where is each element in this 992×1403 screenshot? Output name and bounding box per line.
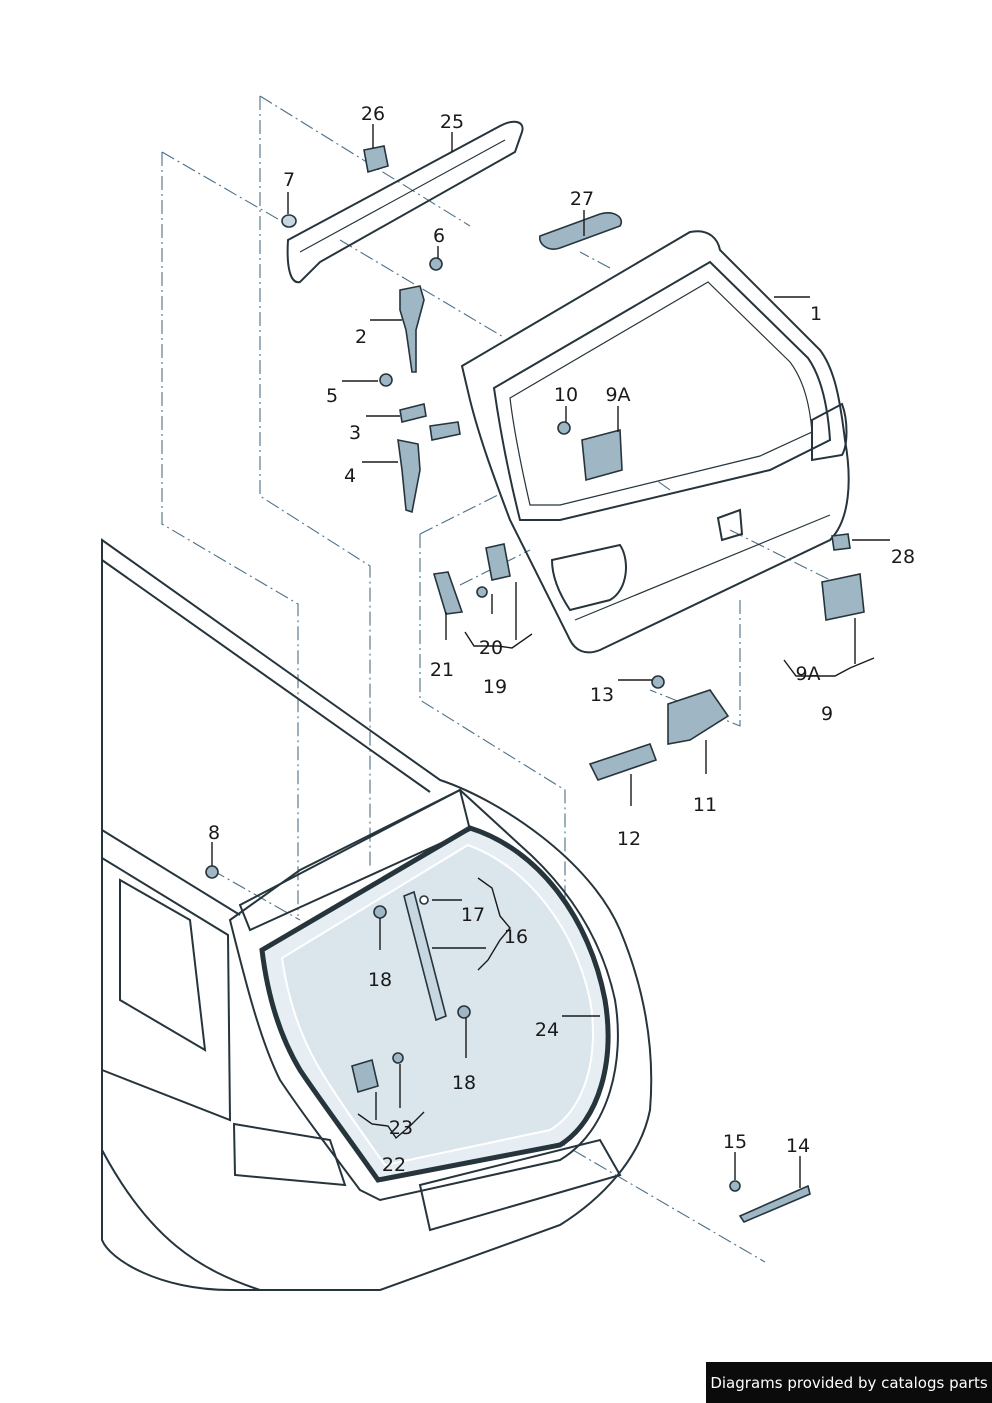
callout-1: 1 bbox=[810, 303, 822, 325]
callout-16: 16 bbox=[504, 926, 528, 948]
cover-part-21 bbox=[432, 571, 464, 615]
callout-28: 28 bbox=[891, 546, 915, 568]
callout-17: 17 bbox=[461, 904, 485, 926]
clip-part-15 bbox=[729, 1180, 741, 1192]
bracket-part-14 bbox=[738, 1184, 811, 1223]
hinge-part-2 bbox=[399, 285, 425, 373]
callout-2: 2 bbox=[355, 326, 367, 348]
callout-10: 10 bbox=[554, 384, 578, 406]
callout-6: 6 bbox=[433, 225, 445, 247]
bolt-part-20 bbox=[476, 586, 488, 598]
bracket-part-19 bbox=[485, 543, 511, 581]
clip-part-26 bbox=[363, 145, 389, 174]
tailgate-panel bbox=[460, 230, 850, 654]
callout-26: 26 bbox=[361, 103, 385, 125]
callout-8: 8 bbox=[208, 822, 220, 844]
nut-part-10 bbox=[557, 421, 571, 435]
callout-21: 21 bbox=[430, 659, 454, 681]
clip-part-28 bbox=[831, 533, 851, 551]
callout-19: 19 bbox=[483, 676, 507, 698]
clip-part-8 bbox=[205, 865, 219, 879]
bolt-part-6 bbox=[429, 257, 443, 271]
callout-13: 13 bbox=[590, 684, 614, 706]
callout-9: 9 bbox=[821, 703, 833, 725]
spoiler-part-25 bbox=[281, 120, 524, 284]
callout-23: 23 bbox=[389, 1117, 413, 1139]
bolt-part-5 bbox=[379, 373, 393, 387]
callout-18-left: 18 bbox=[368, 969, 392, 991]
callout-9a-bottom: 9A bbox=[795, 663, 820, 685]
hinge-and-brackets bbox=[205, 145, 865, 1223]
callout-20: 20 bbox=[479, 637, 503, 659]
callout-14: 14 bbox=[786, 1135, 810, 1157]
callout-4: 4 bbox=[344, 465, 356, 487]
handle-part-9 bbox=[821, 573, 865, 621]
gas-strut-part-16 bbox=[403, 890, 447, 1022]
callout-15: 15 bbox=[723, 1131, 747, 1153]
grommet-part-7 bbox=[281, 214, 297, 228]
bracket-part-4 bbox=[397, 438, 421, 514]
callout-24: 24 bbox=[535, 1019, 559, 1041]
leader-lines bbox=[211, 124, 890, 1188]
callout-27: 27 bbox=[570, 188, 594, 210]
clip-part-17 bbox=[419, 895, 429, 905]
footer-credit: Diagrams provided by catalogs parts bbox=[706, 1362, 992, 1403]
trim-part-9a bbox=[581, 428, 623, 482]
callout-7: 7 bbox=[283, 169, 295, 191]
callout-3: 3 bbox=[349, 422, 361, 444]
callout-5: 5 bbox=[326, 385, 338, 407]
callout-11: 11 bbox=[693, 794, 717, 816]
cover-part-3 bbox=[399, 403, 427, 423]
callout-12: 12 bbox=[617, 828, 641, 850]
bolt-part-18-left bbox=[373, 905, 387, 919]
cable-part-27 bbox=[538, 212, 622, 250]
handle-part-12 bbox=[588, 742, 658, 781]
buffer-part-22 bbox=[351, 1058, 379, 1094]
lock-part-11 bbox=[667, 689, 730, 745]
callout-25: 25 bbox=[440, 111, 464, 133]
nut-part-13 bbox=[651, 675, 665, 689]
callout-labels: 1 2 3 4 5 6 7 8 9 9A 9A 10 11 12 13 14 1… bbox=[208, 103, 915, 1176]
callout-22: 22 bbox=[382, 1154, 406, 1176]
callout-18-right: 18 bbox=[452, 1072, 476, 1094]
callout-9a-top: 9A bbox=[605, 384, 630, 406]
bolt-part-23 bbox=[392, 1052, 404, 1064]
bolt-part-18-right bbox=[457, 1005, 471, 1019]
